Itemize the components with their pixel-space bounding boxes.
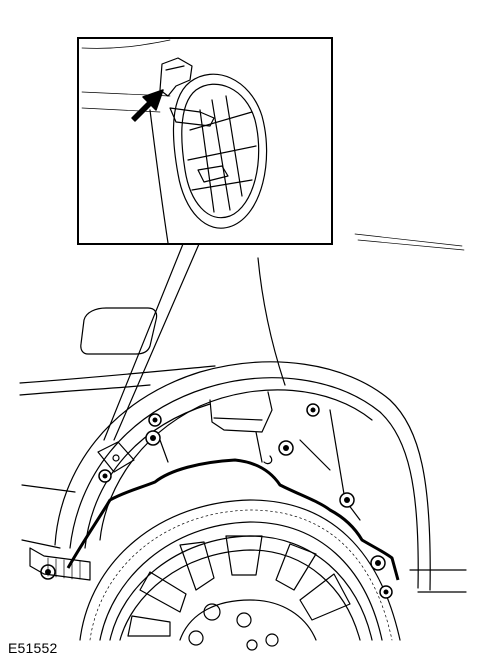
sill-clip xyxy=(29,547,91,581)
wheel-icon xyxy=(79,499,401,651)
fastener-icon xyxy=(40,403,393,599)
reference-code: E51552 xyxy=(8,640,58,656)
car-body-lines xyxy=(19,233,467,593)
wheel-arch-body xyxy=(54,361,431,591)
clip-location-marker xyxy=(97,441,135,473)
clip-detail-inset xyxy=(77,37,333,245)
leader-lines xyxy=(103,243,200,441)
side-marker-lamp xyxy=(80,307,158,355)
liner-edge xyxy=(66,458,400,581)
wheel-arch-liner xyxy=(99,389,373,541)
arrow-icon xyxy=(131,89,164,122)
